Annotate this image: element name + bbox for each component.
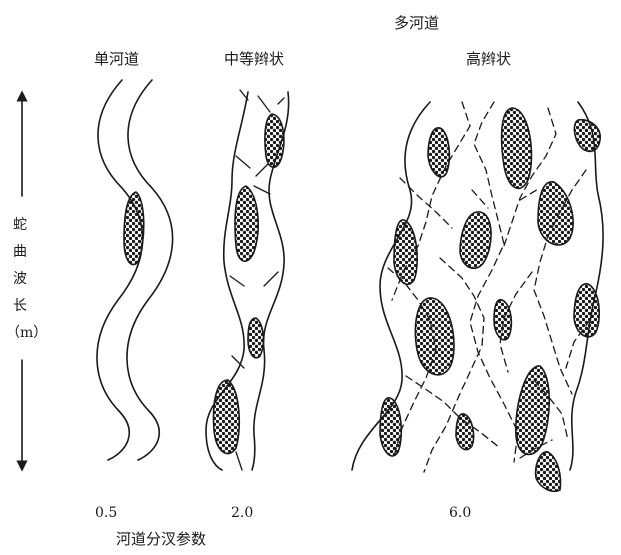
- mid-bar: [248, 318, 263, 358]
- value-high: 6.0: [449, 505, 471, 521]
- column-title-high: 高辫状: [466, 48, 511, 69]
- y-axis-char: 曲: [6, 239, 34, 266]
- value-single: 0.5: [95, 505, 117, 521]
- y-axis-char: 长: [6, 293, 34, 320]
- column-title-moderate: 中等辫状: [224, 48, 284, 69]
- column-title-single: 单河道: [94, 48, 139, 69]
- y-axis-char: 波: [6, 266, 34, 293]
- y-axis-char: 蛇: [6, 212, 34, 239]
- x-axis-label: 河道分汊参数: [116, 528, 206, 549]
- mid-bar: [214, 380, 240, 454]
- high-braided-sketch: [352, 102, 603, 491]
- y-axis-char: （m）: [6, 320, 34, 347]
- mid-bar: [235, 186, 258, 261]
- y-axis-label: 蛇 曲 波 长 （m）: [6, 212, 34, 347]
- multi-channel-group-label: 多河道: [394, 12, 439, 33]
- moderate-braided-sketch: [206, 90, 289, 470]
- mid-bar: [265, 114, 284, 167]
- value-moderate: 2.0: [231, 505, 253, 521]
- single-channel-sketch: [97, 80, 173, 460]
- point-bar: [124, 192, 144, 265]
